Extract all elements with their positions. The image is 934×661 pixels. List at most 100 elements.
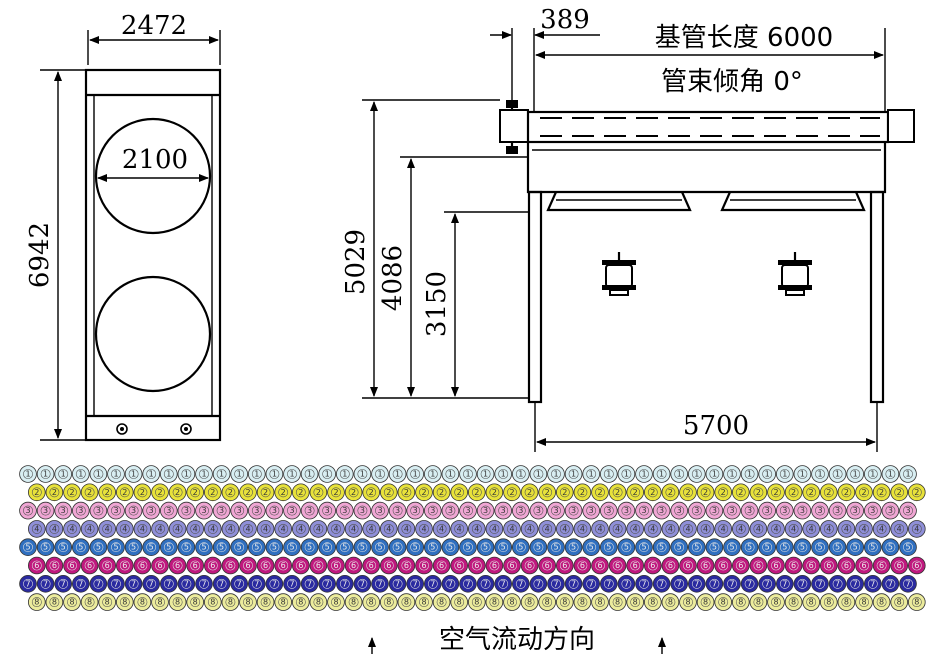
tube-row-7-tube: 7 (406, 574, 425, 593)
tube-pass-number: 6 (861, 561, 866, 570)
tube-row-2-tube: 2 (291, 483, 310, 502)
tube-row-3-tube: 3 (846, 501, 864, 520)
tube-pass-number: 7 (518, 579, 523, 588)
tube-row-8-tube: 8 (802, 593, 820, 611)
tube-row-3-tube: 3 (265, 501, 284, 520)
tube-pass-number: 2 (404, 488, 409, 497)
tube-pass-number: 7 (219, 579, 224, 588)
header-box-left (499, 109, 529, 143)
tube-row-3-tube: 3 (318, 501, 337, 520)
tube-row-6-tube: 6 (679, 556, 697, 575)
tube-pass-number: 7 (78, 579, 83, 588)
tube-pass-number: 3 (536, 506, 541, 515)
tube-row-4-tube: 4 (133, 520, 152, 538)
tube-row-4-tube: 4 (221, 520, 240, 538)
tube-row-3-tube: 3 (670, 501, 688, 520)
tube-row-6-tube: 6 (784, 556, 803, 575)
tube-row-1-tube: 1 (265, 465, 284, 483)
tube-pass-number: 8 (844, 598, 849, 607)
tube-row-7-tube: 7 (247, 574, 266, 593)
tube-pass-number: 8 (175, 598, 180, 607)
tube-row-1-tube: 1 (459, 465, 477, 483)
bundle-angle-label: 管束倾角 0° (661, 67, 803, 97)
tube-row-2-tube: 2 (626, 483, 644, 502)
tube-row-2-tube: 2 (344, 483, 363, 502)
tube-row-7-tube: 7 (89, 574, 108, 593)
span-label: 5700 (683, 411, 749, 441)
tube-row-2-tube: 2 (415, 483, 433, 502)
tube-pass-number: 6 (333, 561, 338, 570)
tube-row-2-tube: 2 (467, 483, 486, 502)
tube-pass-number: 1 (729, 470, 734, 479)
tube-row-1-tube: 1 (19, 465, 37, 483)
tube-row-1-tube: 1 (863, 465, 882, 483)
tube-pass-number: 6 (791, 561, 796, 570)
tube-row-1-tube: 1 (881, 465, 900, 483)
tube-pass-number: 7 (360, 579, 365, 588)
tube-pass-number: 6 (122, 561, 127, 570)
tube-row-3-tube: 3 (230, 501, 249, 520)
tube-pass-number: 1 (835, 470, 840, 479)
tube-row-5-tube: 5 (881, 538, 900, 556)
tube-row-1-tube: 1 (582, 465, 600, 483)
tube-pass-number: 1 (782, 470, 787, 479)
tube-pass-number: 3 (78, 506, 83, 515)
tube-pass-number: 8 (756, 598, 761, 607)
tube-pass-number: 8 (193, 598, 198, 607)
tube-pass-number: 2 (703, 488, 708, 497)
tube-pass-number: 1 (395, 470, 400, 479)
tube-pass-number: 5 (289, 543, 294, 552)
tube-row-8-tube: 8 (133, 593, 152, 611)
tube-pass-number: 2 (386, 488, 391, 497)
tube-row-3-tube: 3 (212, 501, 231, 520)
tube-row-1-tube: 1 (687, 465, 706, 483)
tube-row-1-tube: 1 (740, 465, 759, 483)
tube-row-5-tube: 5 (494, 538, 513, 556)
tube-row-4-tube: 4 (520, 520, 539, 538)
tube-pass-number: 2 (457, 488, 462, 497)
tube-pass-number: 2 (157, 488, 162, 497)
tube-row-1-tube: 1 (247, 465, 266, 483)
tube-pass-number: 2 (298, 488, 303, 497)
tube-row-2-tube: 2 (907, 483, 926, 502)
tube-row-2-tube: 2 (749, 483, 768, 502)
tube-pass-number: 1 (800, 470, 805, 479)
side-view: 389 基管长度 6000 管束倾角 0° (341, 5, 915, 452)
tube-pass-number: 2 (281, 488, 286, 497)
tube-pass-number: 7 (835, 579, 840, 588)
tube-pass-number: 8 (597, 598, 602, 607)
tube-pass-number: 3 (96, 506, 101, 515)
tube-row-3-tube: 3 (19, 501, 37, 520)
tube-pass-number: 8 (298, 598, 303, 607)
tube-pass-number: 3 (870, 506, 875, 515)
tube-row-8-tube: 8 (27, 593, 46, 611)
tube-pass-number: 1 (712, 470, 717, 479)
tube-pass-number: 5 (166, 543, 171, 552)
tube-pass-number: 7 (712, 579, 717, 588)
tube-row-3-tube: 3 (54, 501, 73, 520)
tube-pass-number: 3 (465, 506, 470, 515)
tube-row-6-tube: 6 (204, 556, 222, 575)
tube-row-5-tube: 5 (107, 538, 125, 556)
tube-pass-number: 3 (694, 506, 699, 515)
tube-pass-number: 2 (34, 488, 39, 497)
tube-pass-number: 2 (861, 488, 866, 497)
tube-row-1-tube: 1 (793, 465, 812, 483)
tube-pass-number: 3 (131, 506, 136, 515)
tube-row-8-tube: 8 (256, 593, 275, 611)
tube-pass-number: 3 (624, 506, 629, 515)
tube-row-4-tube: 4 (643, 520, 662, 538)
tube-row-6-tube: 6 (98, 556, 116, 575)
plenum-box (526, 142, 887, 194)
tube-row-5-tube: 5 (705, 538, 724, 556)
tube-row-5-tube: 5 (723, 538, 741, 556)
tube-row-2-tube: 2 (784, 483, 803, 502)
tube-row-7-tube: 7 (300, 574, 319, 593)
tube-pass-number: 4 (773, 524, 778, 533)
tube-row-1-tube: 1 (160, 465, 178, 483)
tube-pass-number: 3 (395, 506, 400, 515)
tube-row-3-tube: 3 (300, 501, 319, 520)
tube-row-1-tube: 1 (406, 465, 425, 483)
tube-row-7-tube: 7 (740, 574, 759, 593)
tube-pass-number: 8 (351, 598, 356, 607)
